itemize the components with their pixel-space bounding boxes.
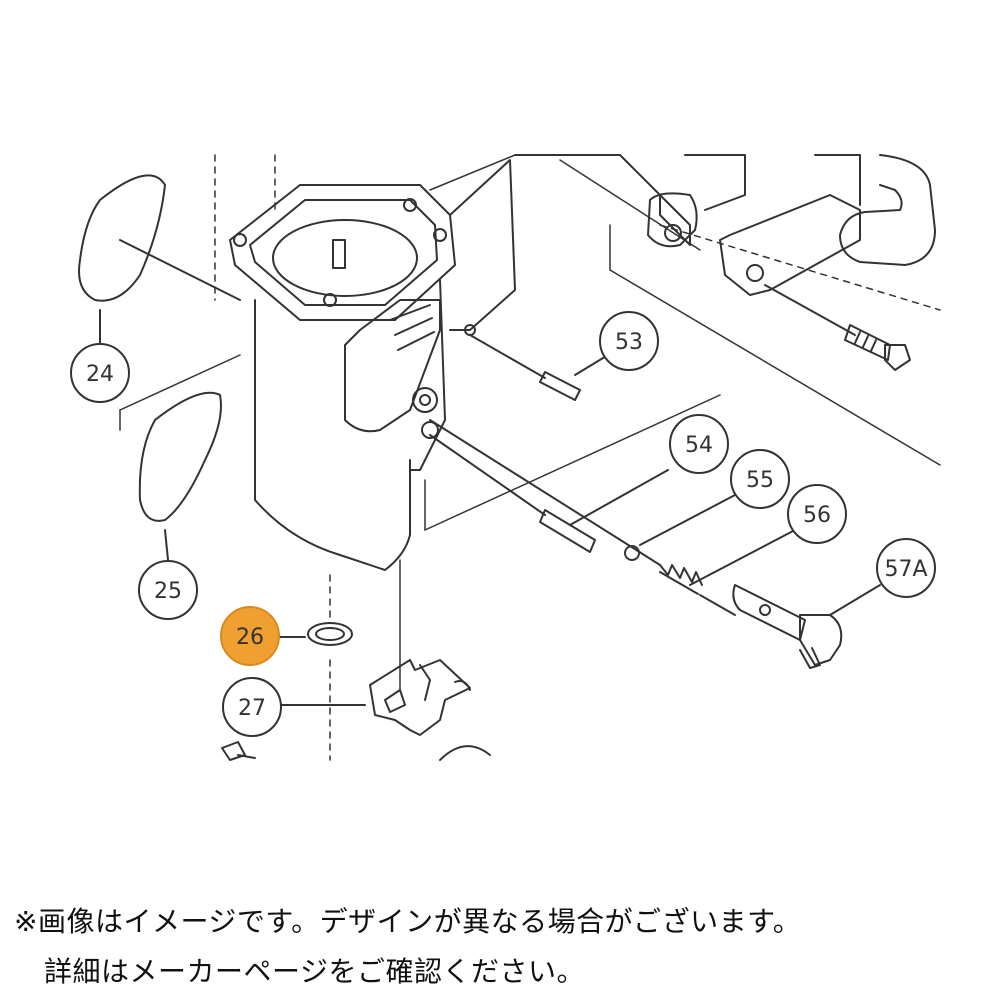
callout-24-label: 24 [86, 362, 114, 387]
callout-55[interactable]: 55 [730, 449, 790, 509]
callout-27-label: 27 [238, 696, 266, 721]
gear-housing [229, 159, 516, 571]
disclaimer-line-1: ※画像はイメージです。デザインが異なる場合がございます。 [14, 905, 802, 938]
callout-26[interactable]: 26 [220, 606, 280, 666]
housing-guide-lines [119, 154, 941, 761]
callout-57a-label: 57A [884, 557, 927, 582]
leader-25 [164, 529, 169, 561]
callout-26-label: 26 [236, 625, 264, 650]
part-24-gasket [78, 174, 166, 302]
part-53-pin [469, 334, 609, 401]
screw [764, 284, 911, 371]
part-26-o-ring [307, 622, 353, 646]
part-25-gasket [138, 391, 222, 522]
part-57a-lever [699, 584, 881, 669]
callout-53-label: 53 [615, 330, 643, 355]
upper-right-assembly [514, 154, 936, 296]
part-56-spring [429, 419, 796, 595]
disclaimer-line-2: 詳細はメーカーページをご確認ください。 [44, 955, 585, 988]
leader-55 [639, 494, 736, 546]
callout-25-label: 25 [154, 579, 182, 604]
parts-exploded-diagram: 24 25 26 27 53 54 55 56 [70, 154, 941, 761]
callout-55-label: 55 [746, 468, 774, 493]
callouts: 24 25 26 27 53 54 55 56 [70, 311, 936, 737]
callout-54-label: 54 [685, 433, 713, 458]
small-screw-bottom [221, 741, 256, 761]
callout-56-label: 56 [803, 503, 831, 528]
part-54-pin [429, 434, 669, 553]
part-26-o-ring-inner [315, 627, 345, 641]
callout-56[interactable]: 56 [787, 484, 847, 544]
partial-callout-circle [439, 745, 491, 761]
leader-24 [119, 239, 241, 301]
callout-27[interactable]: 27 [222, 677, 282, 737]
callout-25[interactable]: 25 [138, 560, 198, 620]
callout-57a[interactable]: 57A [876, 538, 936, 598]
part-27-bracket [369, 659, 471, 736]
callout-54[interactable]: 54 [669, 414, 729, 474]
part-55-ball [624, 545, 640, 561]
callout-24[interactable]: 24 [70, 343, 130, 403]
callout-53[interactable]: 53 [599, 311, 659, 371]
